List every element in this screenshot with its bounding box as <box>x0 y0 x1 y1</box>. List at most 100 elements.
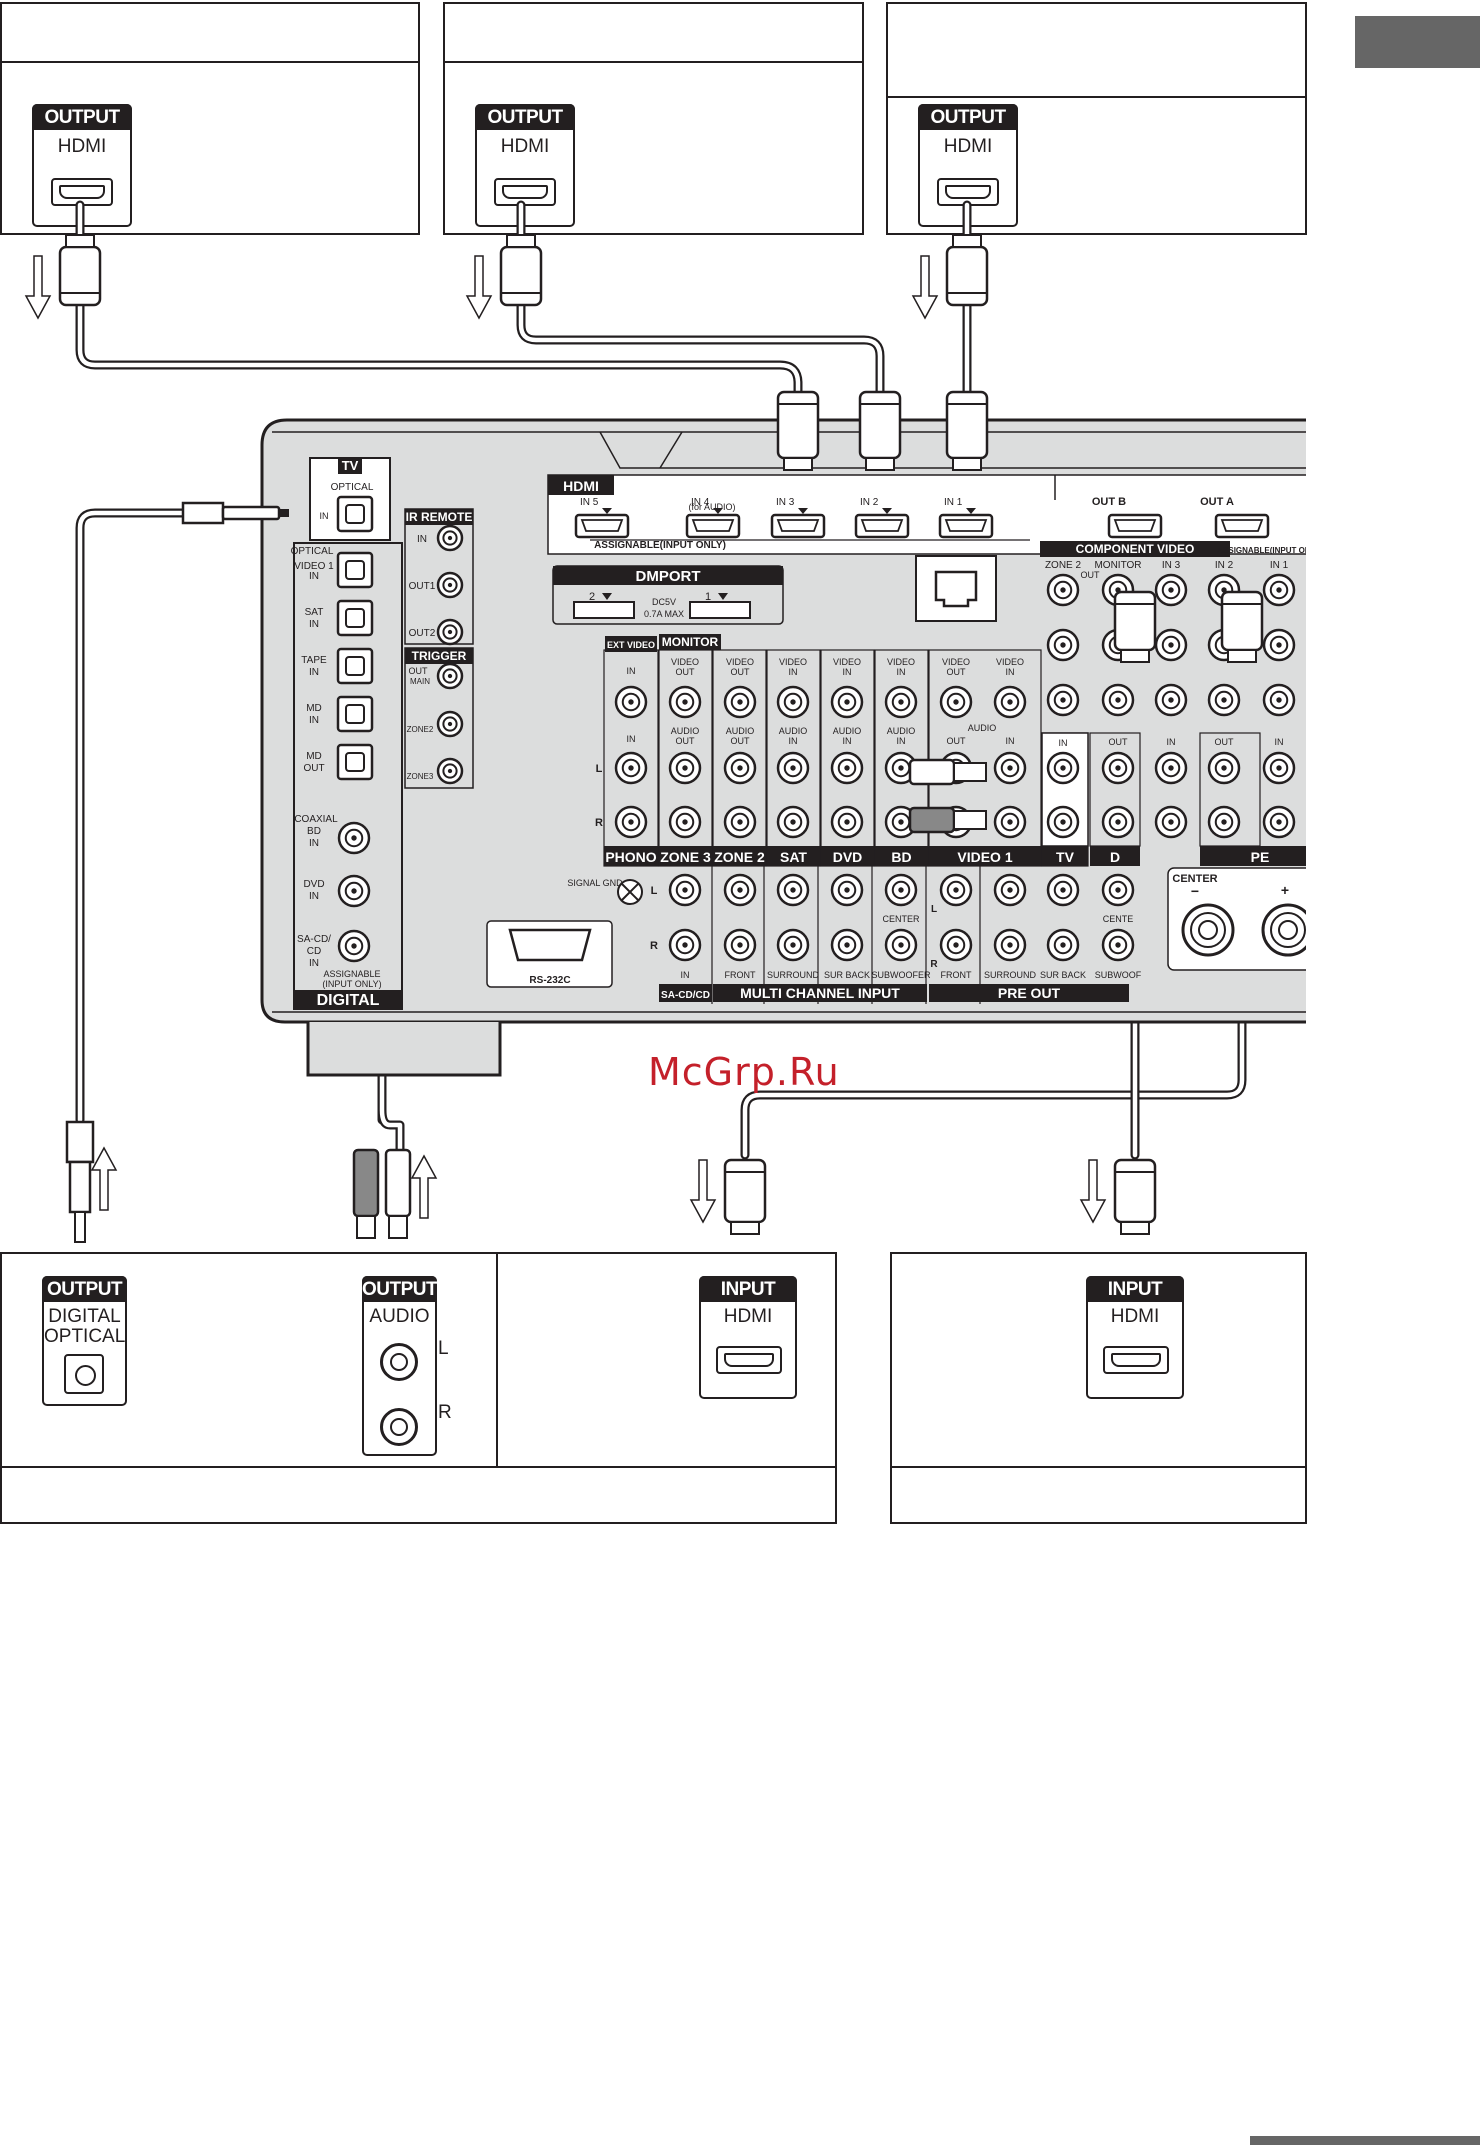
optical-jack-icon <box>64 1354 104 1394</box>
coaxial-input-dir: IN <box>309 891 319 902</box>
optical-plug-icon <box>65 1120 95 1164</box>
arrow-down-icon <box>798 508 808 514</box>
channel-label-l: L <box>438 1338 449 1359</box>
panel-label: AUDIO <box>779 726 808 736</box>
av-column-band <box>767 846 820 866</box>
dmport-jack-icon <box>689 601 751 619</box>
multi-channel-label: SURROUND <box>767 970 820 980</box>
tv-optical-label: OPTICAL <box>331 482 374 493</box>
dmport-power-label: DC5V <box>652 597 676 607</box>
hdmi-jack-icon <box>716 1346 782 1374</box>
trigger-port-label: MAIN <box>410 677 430 686</box>
hdmi-output-port-card: OUTPUT HDMI <box>32 104 132 227</box>
av-column-band-label: TV <box>1056 849 1075 865</box>
panel-label: IN <box>789 667 798 677</box>
rca-jack-l-icon <box>380 1343 418 1381</box>
av-column-band-label: BD <box>891 849 911 865</box>
device-divider <box>496 1254 498 1466</box>
component-column-label: IN 1 <box>1270 560 1289 571</box>
tv-in-label: IN <box>320 511 329 521</box>
hdmi-output-port-card: OUTPUT HDMI <box>918 104 1018 227</box>
panel-label: VIDEO <box>887 657 915 667</box>
rca-plug-icon <box>352 1148 380 1218</box>
component-assignable-label: ASSIGNABLE(INPUT ONLY) <box>1217 546 1323 555</box>
panel-label: OUT <box>1109 737 1129 747</box>
av-column-band-label: D <box>1110 849 1120 865</box>
hdmi-input-label: IN 2 <box>860 497 879 508</box>
optical-input-label: MD <box>306 751 322 762</box>
ir-port-label: OUT2 <box>409 628 436 639</box>
signal-flow-arrow-icon <box>689 1159 717 1224</box>
panel-label: + <box>1281 882 1289 898</box>
av-column-band-label: PE <box>1251 849 1270 865</box>
display-hdmi-plug-icon <box>1113 1158 1157 1224</box>
panel-label: IN <box>1167 737 1176 747</box>
speaker-center-label: CENTER <box>1172 873 1217 885</box>
pre-out-label: SURROUND <box>984 970 1037 980</box>
optical-input-dir: IN <box>309 619 319 630</box>
multi-channel-band <box>713 984 927 1002</box>
source-hdmi-plug-icon <box>58 245 102 307</box>
dmport-band <box>553 566 783 585</box>
panel-label: IN <box>1006 736 1015 746</box>
ext-video-band <box>605 636 657 652</box>
coaxial-input-label: DVD <box>303 879 324 890</box>
panel-label: IN <box>627 734 636 744</box>
rca-plug-icon <box>384 1148 412 1218</box>
signal-flow-arrow-icon <box>90 1146 118 1211</box>
panel-label: OUT <box>1081 570 1101 580</box>
coaxial-input-dir: IN <box>309 958 319 969</box>
panel-label: OUT <box>731 736 751 746</box>
dmport-port-label: 1 <box>705 591 711 603</box>
tv-band <box>338 458 362 474</box>
panel-label: OUT <box>947 736 967 746</box>
panel-label: R <box>930 959 938 970</box>
panel-label: VIDEO <box>942 657 970 667</box>
panel-label: IN <box>897 736 906 746</box>
trigger-band-label: TRIGGER <box>412 649 467 663</box>
hdmi-title: HDMI <box>563 478 599 494</box>
port-type-label: HDMI <box>943 136 993 157</box>
optical-input-label: MD <box>306 703 322 714</box>
signal-flow-arrow-icon <box>410 1154 438 1219</box>
component-column-label: IN 2 <box>1215 560 1234 571</box>
av-column-band <box>713 846 766 866</box>
source-hdmi-plug-icon <box>499 245 543 307</box>
port-tag: OUTPUT <box>42 1276 127 1302</box>
panel-label: IN <box>897 667 906 677</box>
tv-band-label: TV <box>342 458 359 473</box>
panel-label: AUDIO <box>671 726 700 736</box>
dmport-jack-icon <box>573 601 635 619</box>
hdmi-input-label: IN 3 <box>776 497 795 508</box>
signal-flow-arrow-icon <box>911 255 939 320</box>
coaxial-input-label: SA-CD/ <box>297 934 331 945</box>
lan-port-panel <box>915 555 997 622</box>
receiver-foot <box>306 1022 502 1077</box>
trigger-out-label: OUT <box>409 666 429 676</box>
plugs <box>24 234 1264 1243</box>
av-column-band <box>1042 846 1088 866</box>
source-device-3: OUTPUT HDMI <box>886 2 1307 235</box>
receiver-hdmi-input-plug-icon <box>945 390 989 460</box>
pre-out-label: FRONT <box>941 970 972 980</box>
hdmi-input-label: IN 4 <box>691 497 710 508</box>
pre-out-label: SUR BACK <box>1040 970 1086 980</box>
arrow-down-icon <box>713 508 723 514</box>
rca-jack-r-icon <box>380 1408 418 1446</box>
panel-label: OUT <box>676 736 696 746</box>
panel-label: CENTE <box>1103 914 1134 924</box>
panel-label: AUDIO <box>833 726 862 736</box>
watermark: McGrp.Ru <box>648 1050 840 1094</box>
hdmi-out-b-label: OUT B <box>1092 496 1126 508</box>
ir-remote-band <box>405 509 473 525</box>
device-footer-line <box>2 1466 835 1468</box>
source-device-1: OUTPUT HDMI <box>0 2 420 235</box>
port-tag: OUTPUT <box>362 1276 438 1302</box>
av-column-band-label: DVD <box>833 849 863 865</box>
display-hdmi-plug-icon <box>723 1158 767 1224</box>
panel-label: R <box>595 817 603 829</box>
av-column-band <box>604 846 658 866</box>
